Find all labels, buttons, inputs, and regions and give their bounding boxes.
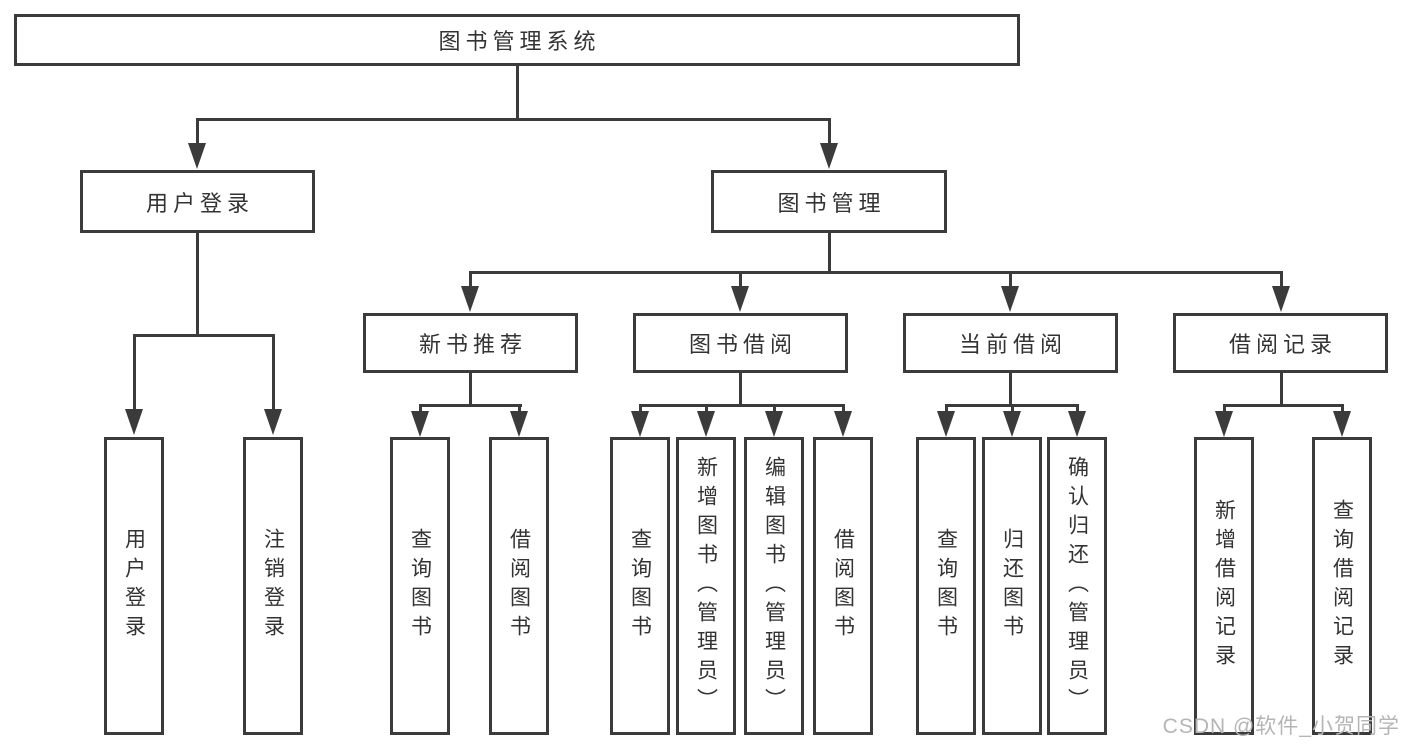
node-label: 确认归还（管理员） [1065,455,1089,717]
csdn-watermark: CSDN @软件_小贺同学 [1162,715,1400,738]
node-label: 新增图书（管理员） [694,455,718,717]
arrowhead-icon [1333,411,1351,437]
leaf-logout: 注销登录 [243,437,303,735]
connector-drop-records [1280,271,1283,289]
arrowhead-icon [631,411,649,437]
node-book-management: 图书管理 [711,170,947,233]
arrowhead-icon [1001,286,1019,312]
connector-root-rail [196,118,830,121]
node-label: 借阅图书 [831,528,855,644]
arrowhead-icon [125,409,143,435]
arrowhead-icon [411,411,429,437]
node-label: 图书借阅 [688,332,797,357]
node-label: 查询图书 [934,528,958,644]
leaf-confirm-return-admin: 确认归还（管理员） [1047,437,1107,735]
node-label: 注销登录 [261,528,285,644]
node-label: 当前借阅 [958,332,1067,357]
connector-borrowing-rail [639,404,845,407]
node-book-borrowing: 图书借阅 [633,313,848,373]
arrowhead-icon [461,286,479,312]
connector-drop-book-mgmt [828,118,831,148]
node-label: 用户登录 [122,528,146,644]
node-user-login: 用户登录 [80,170,315,233]
leaf-add-books-admin: 新增图书（管理员） [676,437,736,735]
connector-records-stem [1280,371,1283,407]
arrowhead-icon [264,409,282,435]
arrowhead-icon [937,411,955,437]
connector-root-stem [516,64,519,118]
arrowhead-icon [765,411,783,437]
connector-records-rail [1223,404,1344,407]
leaf-add-borrow-record: 新增借阅记录 [1194,437,1254,735]
arrowhead-icon [731,286,749,312]
arrowhead-icon [834,411,852,437]
leaf-query-books-borrowing: 查询图书 [610,437,670,735]
node-label: 查询借阅记录 [1330,499,1354,673]
arrowhead-icon [188,143,206,169]
node-borrowing-records: 借阅记录 [1173,313,1388,373]
connector-book-mgmt-stem [828,231,831,274]
connector-current-stem [1009,371,1012,407]
leaf-return-books: 归还图书 [982,437,1042,735]
node-label: 借阅记录 [1228,332,1337,357]
connector-recommend-stem [469,371,472,407]
node-label: 新书推荐 [418,332,527,357]
node-root-system: 图书管理系统 [14,14,1020,66]
node-label: 借阅图书 [507,528,531,644]
leaf-borrow-books-recommend: 借阅图书 [489,437,549,735]
leaf-user-login: 用户登录 [104,437,164,735]
connector-drop-user-login [196,118,199,148]
node-label: 编辑图书（管理员） [762,455,786,717]
leaf-query-books-recommend: 查询图书 [390,437,450,735]
node-label: 新增借阅记录 [1212,499,1236,673]
node-new-book-recommend: 新书推荐 [363,313,578,373]
node-label: 查询图书 [408,528,432,644]
connector-borrowing-stem [739,371,742,407]
arrowhead-icon [820,143,838,169]
arrowhead-icon [1068,411,1086,437]
arrowhead-icon [1215,411,1233,437]
connector-book-mgmt-rail [469,271,1283,274]
node-label: 图书管理系统 [438,29,601,54]
connector-user-login-rail [133,334,275,337]
arrowhead-icon [697,411,715,437]
arrowhead-icon [1272,286,1290,312]
connector-drop-recommend [469,271,472,289]
connector-drop-borrowing [739,271,742,289]
leaf-query-borrow-record: 查询借阅记录 [1312,437,1372,735]
connector-drop-current [1009,271,1012,289]
node-current-borrowing: 当前借阅 [903,313,1118,373]
leaf-borrow-books-borrowing: 借阅图书 [813,437,873,735]
arrowhead-icon [1003,411,1021,437]
leaf-query-books-current: 查询图书 [916,437,976,735]
node-label: 用户登录 [145,190,254,216]
connector-drop-leaf-login [133,334,136,412]
arrowhead-icon [510,411,528,437]
node-label: 图书管理 [777,190,886,216]
node-label: 查询图书 [628,528,652,644]
connector-user-login-stem [196,231,199,337]
connector-recommend-rail [419,404,522,407]
node-label: 归还图书 [1000,528,1024,644]
connector-drop-leaf-logout [272,334,275,412]
leaf-edit-books-admin: 编辑图书（管理员） [744,437,804,735]
